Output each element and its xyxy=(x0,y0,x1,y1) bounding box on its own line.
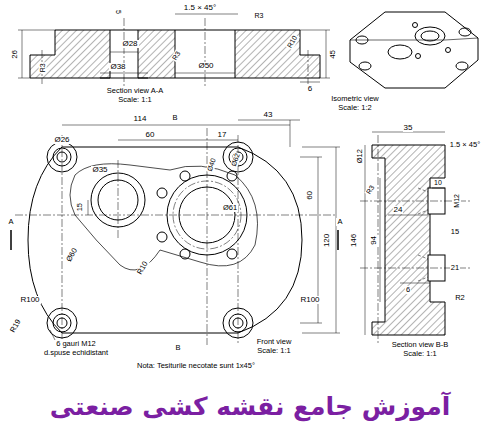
dimension-label: Section view B-B xyxy=(391,341,450,349)
dimension-label: 6 xyxy=(405,286,411,294)
dimension-label: 15 xyxy=(450,228,460,236)
dimension-label: Ø61 xyxy=(222,204,238,212)
dimension-label: Ø12 xyxy=(356,148,364,164)
dimension-label: R3 xyxy=(364,183,376,196)
dimension-label: A xyxy=(7,218,14,226)
dimension-label: R100 xyxy=(19,296,40,305)
dimension-label: 114 xyxy=(133,115,148,124)
dimension-label: 5 xyxy=(114,9,122,15)
dimension-label: Ø35 xyxy=(91,166,108,175)
dimension-label: 1.5 × 45° xyxy=(183,4,217,13)
dimension-label: B xyxy=(174,344,181,352)
dimension-label: 43 xyxy=(263,111,274,120)
dimension-label: Scale: 1:1 xyxy=(256,347,291,355)
dimension-label: R2 xyxy=(454,294,466,302)
dimension-label: 15 xyxy=(76,202,84,212)
dimension-label: 120 xyxy=(324,232,333,247)
dimension-label: Scale: 1:2 xyxy=(337,104,372,112)
dimension-label: 6 gauri M12 xyxy=(55,340,97,348)
dimension-label: 26 xyxy=(11,49,20,60)
dimension-label: R19 xyxy=(8,317,23,335)
dimension-label: R10 xyxy=(135,259,150,277)
dimension-label: Ø38 xyxy=(109,63,126,72)
dimension-label: M12 xyxy=(453,193,461,209)
dimension-label: d.spuse echidistant xyxy=(43,349,109,357)
dimension-label: 1.5 × 45° xyxy=(449,141,481,149)
dimension-label: Isometric view xyxy=(330,95,380,103)
dimension-label: 17 xyxy=(217,131,228,140)
dimension-label: 60 xyxy=(306,190,315,201)
dimension-label: 24 xyxy=(393,206,404,215)
dimension-label: R3 xyxy=(38,63,46,74)
dimension-label: Ø28 xyxy=(121,40,138,49)
dimension-label: 21 xyxy=(450,264,460,272)
dimension-label: 146 xyxy=(351,232,360,247)
dimension-label: Front view xyxy=(256,338,293,346)
dimension-label: 6 xyxy=(307,85,313,94)
caption: آموزش جامع نقشه کشی صنعتی xyxy=(50,392,451,421)
dimension-label: 94 xyxy=(370,235,379,246)
dimension-label: Section view A-A xyxy=(106,87,164,95)
dimension-label: 60 xyxy=(145,131,156,140)
dimension-label: Scale: 1:1 xyxy=(117,96,152,104)
dimension-label: Ø60 xyxy=(64,246,79,264)
dimension-label: R100 xyxy=(299,296,320,305)
dimension-label: Nota: Tesiturile necotate sunt 1x45° xyxy=(136,362,256,370)
dimension-label: R3 xyxy=(254,12,265,20)
dimension-label: Scale: 1:1 xyxy=(402,350,437,358)
dimension-label: B xyxy=(171,114,178,122)
dimension-label: Ø40 xyxy=(206,157,218,174)
dimension-label: 10 xyxy=(433,179,443,187)
dimension-label: Ø50 xyxy=(197,62,214,71)
dimension-label: 45 xyxy=(329,49,338,60)
dimension-label: A xyxy=(336,218,343,226)
dimension-label: 35 xyxy=(403,124,414,133)
dimension-label: Ø26 xyxy=(53,136,70,145)
